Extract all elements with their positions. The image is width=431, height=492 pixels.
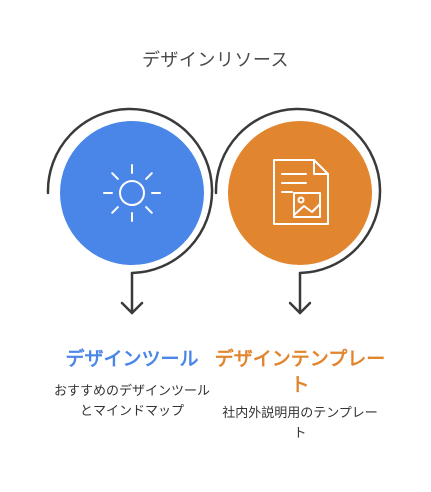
- label-design-tools: デザインツール: [65, 348, 199, 370]
- label-design-templates: デザインテンプレート: [214, 348, 386, 396]
- diagram-title: デザインリソース: [141, 50, 290, 71]
- description-design-tools: おすすめのデザインツールとマインドマップ: [53, 384, 210, 419]
- arrow-down-left: [120, 271, 144, 315]
- description-design-templates: 社内外説明用のテンプレート: [222, 406, 378, 441]
- document-image-icon: [273, 159, 329, 225]
- ring-arc-left: [46, 107, 214, 275]
- ring-arc-right: [214, 107, 382, 275]
- arrow-down-right: [288, 271, 312, 315]
- circle-design-tools: [60, 121, 204, 265]
- sun-icon: [103, 164, 161, 222]
